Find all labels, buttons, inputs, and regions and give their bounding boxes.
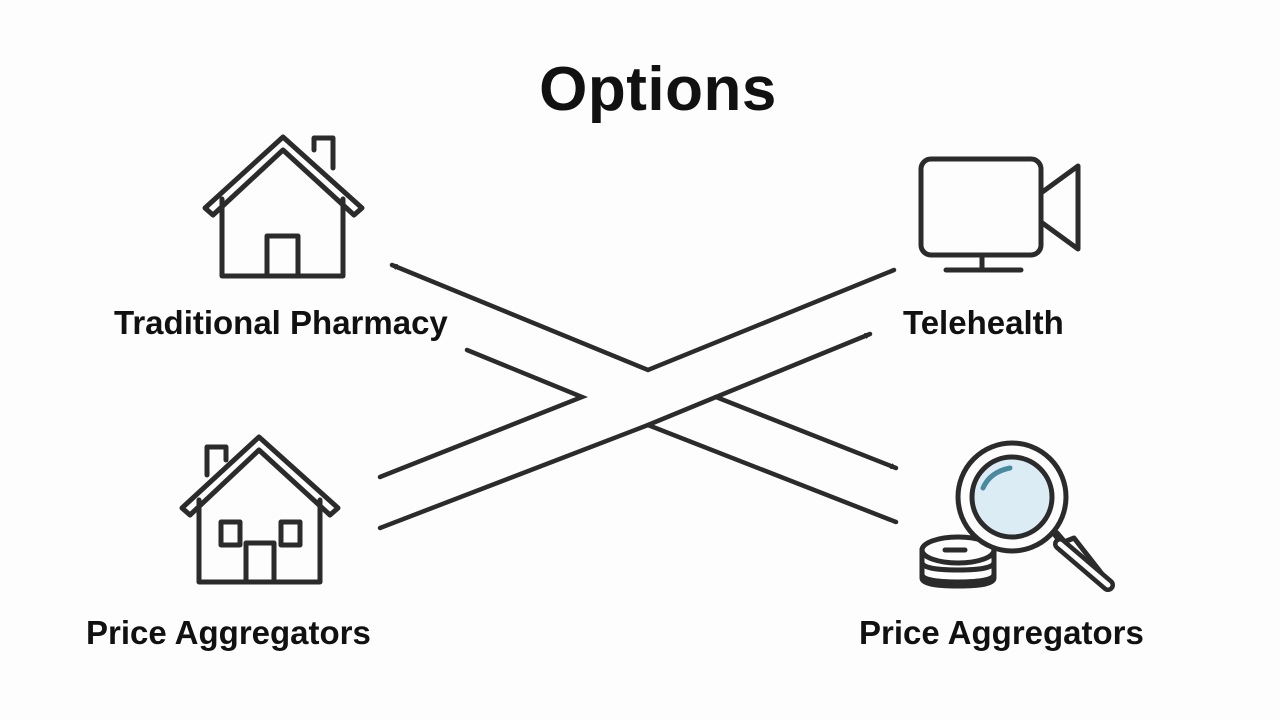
house-icon (179, 434, 341, 585)
video-camera-icon (918, 156, 1081, 273)
connector-line-bottom-right (645, 422, 899, 525)
arrow-to-price-aggregators-right (377, 347, 589, 480)
connector-arrows (377, 262, 899, 531)
magnifier-coins-icon (919, 440, 1115, 592)
node-label-telehealth: Telehealth (903, 304, 1064, 341)
diagram-title: Options (539, 55, 777, 124)
node-label-traditional-pharmacy: Traditional Pharmacy (114, 304, 448, 341)
house-icon (202, 134, 365, 279)
node-label-price-aggregators-left: Price Aggregators (86, 614, 371, 651)
arrow-to-traditional-pharmacy (389, 262, 897, 373)
arrow-to-price-aggregators-right-b (713, 394, 899, 471)
node-label-price-aggregators-right: Price Aggregators (859, 614, 1144, 651)
arrow-to-telehealth (377, 331, 873, 531)
